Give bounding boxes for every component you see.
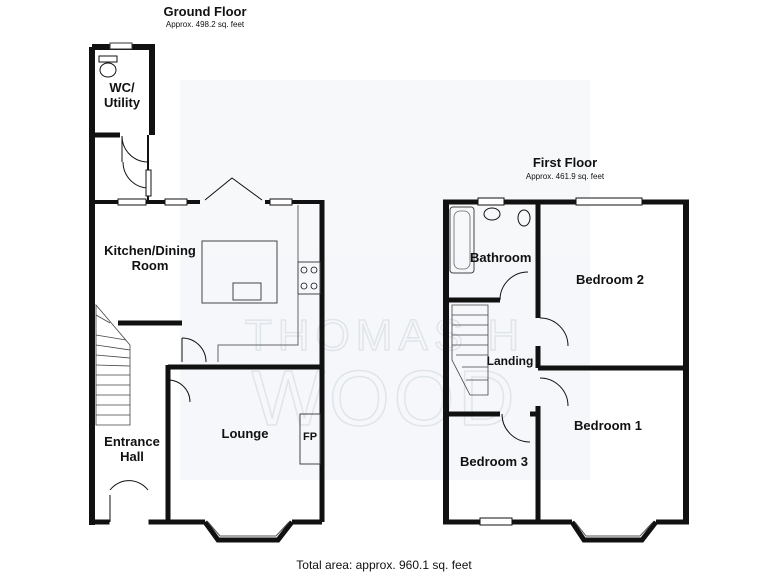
ground-floor-title: Ground Floor: [163, 4, 247, 19]
ground-floor-plan: [89, 42, 325, 543]
total-area: Total area: approx. 960.1 sq. feet: [296, 558, 472, 572]
bed1-door-swing: [539, 377, 569, 407]
utility-door-swing: [122, 161, 149, 189]
room-label-lounge: Lounge: [221, 426, 269, 441]
kitchen-island: [201, 240, 278, 304]
bed2-door-swing: [539, 317, 569, 347]
bifold-doors: [204, 177, 263, 201]
ground-floor-area: Approx. 498.2 sq. feet: [165, 20, 245, 29]
hob-ring: [300, 266, 308, 274]
hob-ring: [310, 266, 318, 274]
first-floor-title: First Floor: [532, 155, 598, 170]
bathroom-basin: [483, 207, 501, 221]
bedroom-2-window: [575, 197, 643, 206]
wc-door-swing: [121, 135, 149, 163]
room-label-bedroom-2: Bedroom 2: [576, 272, 644, 287]
watermark: THOMAS H WOOD: [180, 80, 590, 480]
ground-stairs: [95, 303, 131, 426]
lounge-bay-window: [207, 521, 290, 537]
room-label-landing: Landing: [486, 354, 534, 368]
first-floor-stairs: [451, 304, 489, 396]
wc-window: [109, 42, 133, 50]
hob-ring: [310, 282, 318, 290]
kitchen-window: [164, 198, 188, 206]
hob-ring: [300, 282, 308, 290]
fireplace-breast: [299, 413, 321, 465]
bedroom-1-bay: [569, 520, 658, 543]
bathroom-toilet: [517, 209, 531, 227]
first-floor-plan: [443, 197, 689, 543]
wc-toilet: [99, 62, 117, 78]
kitchen-window-2: [269, 198, 293, 206]
bed3-door-swing: [501, 413, 531, 443]
kitchen-back-door-glass: [117, 198, 147, 206]
room-label-wc-utility: WC/ Utility: [103, 80, 141, 110]
bathroom-door-swing: [499, 271, 529, 301]
room-label-entrance-hall: Entrance Hall: [104, 434, 160, 464]
lounge-door-swing: [167, 379, 191, 403]
room-label-bathroom: Bathroom: [470, 250, 532, 265]
kitchen-door-swing: [181, 337, 207, 363]
island-sink: [232, 282, 262, 301]
fireplace-label: FP: [303, 431, 318, 443]
kitchen-hob: [297, 261, 321, 295]
room-label-bedroom-1: Bedroom 1: [574, 418, 642, 433]
watermark-line1: THOMAS H: [245, 311, 525, 360]
first-floor-area: Approx. 461.9 sq. feet: [525, 172, 605, 181]
room-label-kitchen-dining: Kitchen/Dining Room: [104, 243, 196, 273]
bedroom-1-bay-window: [574, 521, 654, 537]
watermark-panel: [180, 80, 590, 480]
front-door-gap: [109, 517, 149, 526]
bathroom-window: [477, 197, 505, 206]
bedroom-3-window: [479, 517, 513, 526]
front-door-swing: [109, 480, 149, 491]
room-label-bedroom-3: Bedroom 3: [460, 454, 528, 469]
utility-window: [145, 169, 152, 197]
lounge-bay: [202, 520, 294, 543]
wc-cistern: [98, 55, 118, 63]
bathtub: [449, 206, 475, 274]
bathtub-inner: [453, 210, 471, 270]
